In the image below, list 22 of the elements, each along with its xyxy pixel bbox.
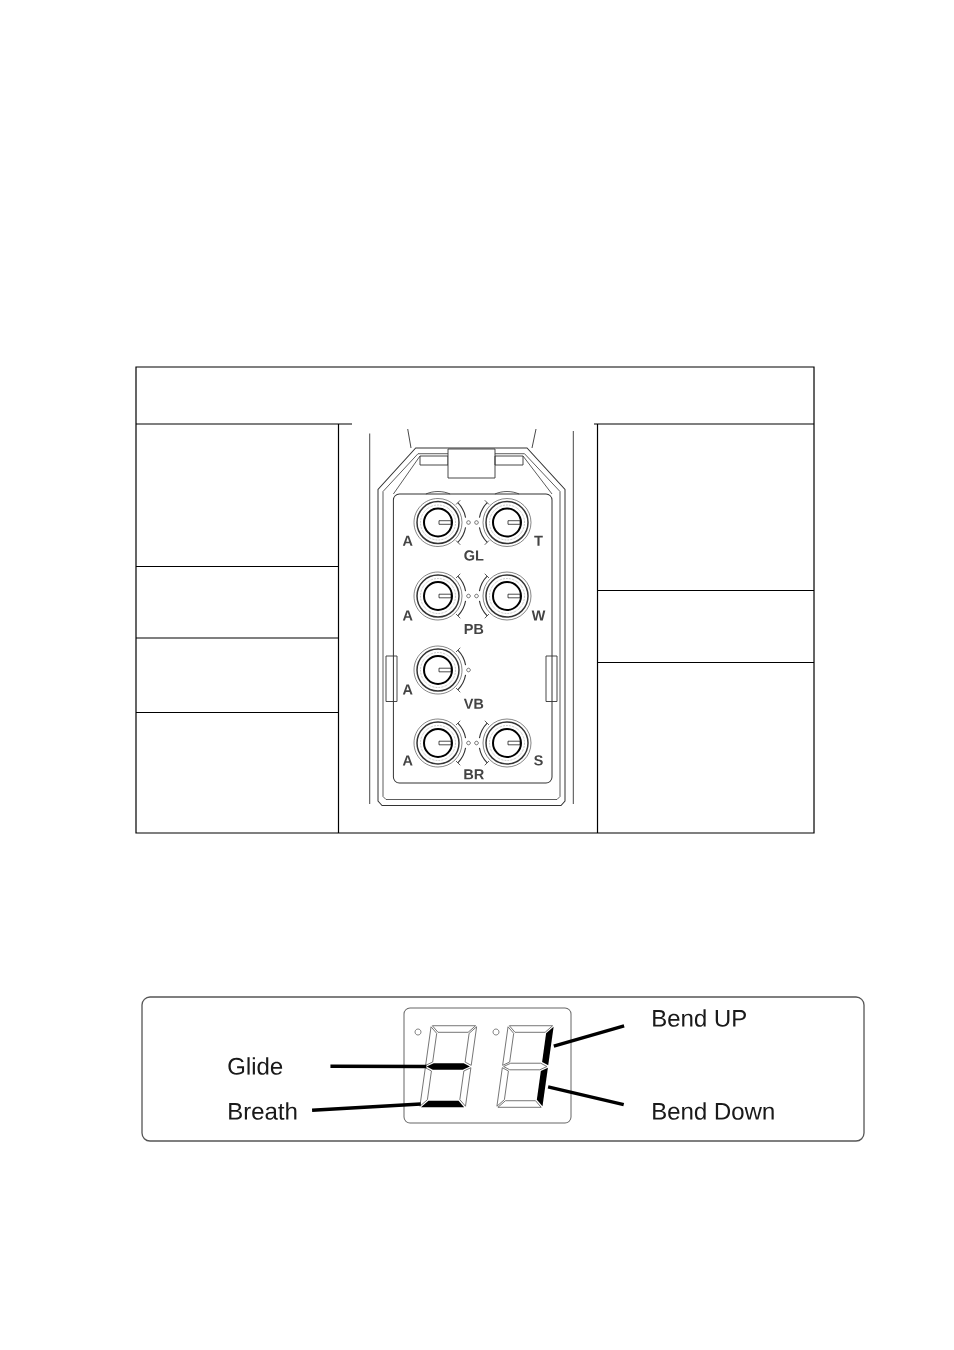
leader-line [312, 1102, 421, 1112]
knob-label: T [534, 535, 543, 546]
knob-label: A [402, 610, 413, 621]
knob-label: A [402, 755, 413, 766]
knob-label: VB [463, 698, 484, 709]
knob-label: A [402, 535, 413, 546]
callout-label: Bend Down [653, 1102, 774, 1120]
callout-label: Glide [228, 1057, 283, 1075]
callout-label: Breath [229, 1102, 297, 1120]
knob-label: PB [464, 624, 484, 634]
display-segment [426, 1063, 470, 1070]
knob-label: A [402, 684, 413, 695]
knob-label: BR [464, 769, 484, 780]
knob-label: S [534, 755, 543, 766]
knob-label: W [531, 610, 546, 621]
leader-line [547, 1085, 625, 1107]
leader-line [330, 1064, 427, 1069]
display-segment [536, 1067, 548, 1107]
callout-label: Bend UP [653, 1009, 746, 1027]
knob-label: GL [464, 550, 484, 561]
display-segment [420, 1100, 465, 1108]
display-segment [542, 1026, 554, 1066]
